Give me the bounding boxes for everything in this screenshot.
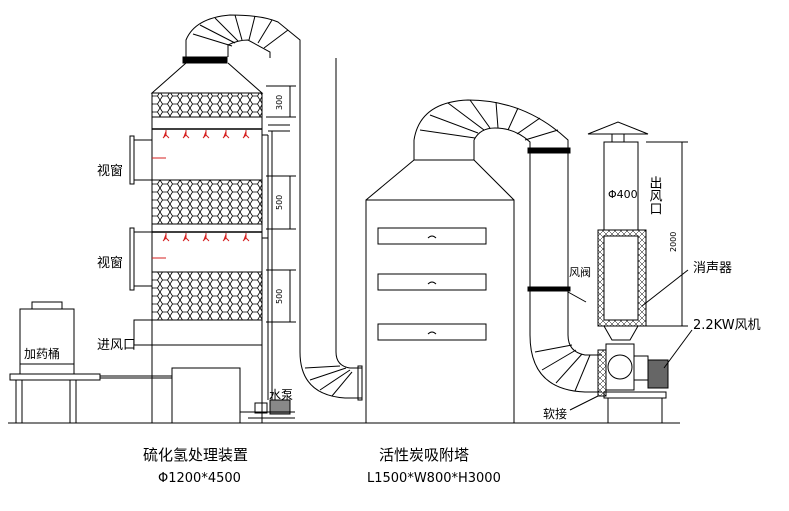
damper-label: 风阀 [569, 265, 591, 279]
carbon-spec: L1500*W800*H3000 [367, 471, 501, 486]
fan-label: 2.2KW风机 [693, 318, 761, 333]
dim-chimney-height: 2000 [669, 232, 678, 252]
spray-nozzles [162, 130, 250, 242]
h2s-title: 硫化氢处理装置 [143, 446, 248, 464]
carbon-tower [365, 140, 515, 424]
dim-mid-gap: 500 [275, 195, 284, 210]
connecting-duct-2 [413, 99, 607, 397]
outlet-label: 出风口 [647, 176, 663, 215]
flex-joint-leader [569, 395, 599, 411]
water-pump-label: 水泵 [269, 388, 293, 402]
dosing-tank [9, 301, 172, 423]
carbon-title: 活性炭吸附塔 [379, 446, 469, 464]
h2s-spec: Φ1200*4500 [158, 471, 241, 486]
sight-window-lower [129, 227, 166, 291]
exhaust-stack [587, 121, 693, 423]
dim-low-gap: 500 [275, 289, 284, 304]
inlet-duct [133, 319, 153, 346]
dim-top-gap: 300 [275, 95, 284, 110]
sight-window-upper [129, 135, 166, 185]
h2s-scrubber-tower [150, 14, 301, 424]
muffler-label: 消声器 [693, 261, 732, 276]
connecting-duct-1 [299, 58, 363, 401]
dosing-tank-label: 加药桶 [24, 346, 60, 361]
sight-window-label-1: 视窗 [97, 163, 123, 179]
flex-joint-label: 软接 [543, 406, 567, 421]
inlet-label: 进风口 [97, 338, 136, 353]
sight-window-label-2: 视窗 [97, 255, 123, 271]
spray-nozzle-row-lower [162, 233, 250, 242]
spray-nozzle-row-upper [162, 130, 250, 139]
chimney-diameter: Φ400 [608, 188, 638, 201]
